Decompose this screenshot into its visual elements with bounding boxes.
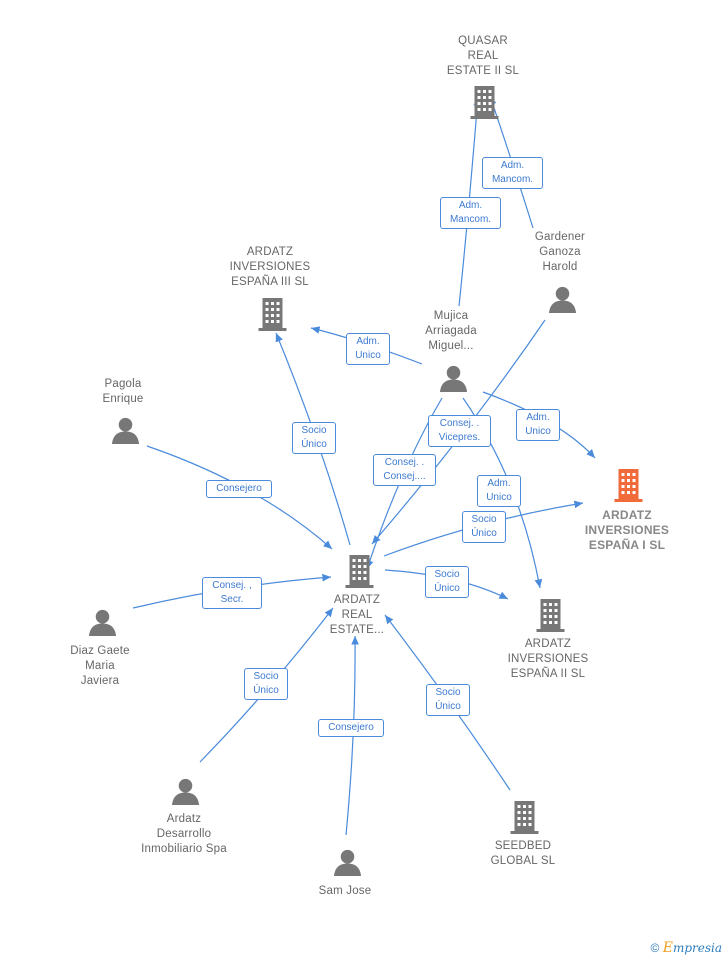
edge-label-seedbed-center: Socio Único	[426, 684, 470, 716]
desarrollo-label[interactable]: Ardatz Desarrollo Inmobiliario Spa	[141, 813, 227, 855]
pagola-label[interactable]: Pagola Enrique	[102, 378, 144, 405]
diaz-label[interactable]: Diaz Gaete Maria Javiera	[70, 645, 130, 687]
gardener-person-icon[interactable]	[548, 285, 577, 314]
edge-label-mujica-center-vice: Consej. . Vicepres.	[428, 415, 491, 447]
ardatz3-building-icon[interactable]	[257, 296, 288, 332]
brand-initial: E	[662, 940, 673, 956]
mujica-person-icon[interactable]	[439, 364, 468, 393]
edge-label-samjose-center: Consejero	[318, 719, 384, 737]
ardatz1-building-icon[interactable]	[613, 467, 644, 503]
edge-label-mujica-quasar: Adm. Mancom.	[440, 197, 501, 229]
seedbed-building-icon[interactable]	[509, 799, 540, 835]
center-label[interactable]: ARDATZ REAL ESTATE...	[329, 594, 385, 636]
brand-logo[interactable]: © Empresia	[651, 940, 722, 956]
pagola-person-icon[interactable]	[111, 416, 140, 445]
quasar-building-icon[interactable]	[469, 84, 500, 120]
edge-label-pagola-center: Consejero	[206, 480, 272, 498]
gardener-label[interactable]: Gardener Ganoza Harold	[534, 231, 586, 273]
samjose-label[interactable]: Sam Jose	[318, 885, 372, 897]
edge-label-mujica-ardatz2: Adm. Unico	[477, 475, 521, 507]
edge-label-center-ardatz2: Socio Único	[425, 566, 469, 598]
ardatz1-label[interactable]: ARDATZ INVERSIONES ESPAÑA I SL	[584, 508, 670, 552]
edge-label-desarrollo-center: Socio Único	[244, 668, 288, 700]
copyright-symbol: ©	[650, 941, 660, 955]
seedbed-label[interactable]: SEEDBED GLOBAL SL	[490, 840, 556, 867]
edge-label-mujica-ardatz3: Adm. Unico	[346, 333, 390, 365]
edge-label-gardener-quasar: Adm. Mancom.	[482, 157, 543, 189]
ardatz2-label[interactable]: ARDATZ INVERSIONES ESPAÑA II SL	[507, 638, 589, 680]
quasar-label[interactable]: QUASAR REAL ESTATE II SL	[446, 35, 520, 77]
mujica-label[interactable]: Mujica Arriagada Miguel...	[425, 310, 477, 352]
samjose-person-icon[interactable]	[333, 848, 362, 877]
brand-name: mpresia	[672, 941, 722, 955]
edge-label-center-ardatz1: Socio Único	[462, 511, 506, 543]
ardatz2-building-icon[interactable]	[535, 597, 566, 633]
edge-label-mujica-ardatz1: Adm. Unico	[516, 409, 560, 441]
edge-label-diaz-center: Consej. , Secr.	[202, 577, 262, 609]
diaz-person-icon[interactable]	[88, 608, 117, 637]
desarrollo-person-icon[interactable]	[171, 777, 200, 806]
edge-label-center-ardatz3: Socio Único	[292, 422, 336, 454]
center-building-icon[interactable]	[344, 553, 375, 589]
ardatz3-label[interactable]: ARDATZ INVERSIONES ESPAÑA III SL	[229, 246, 311, 288]
edge-label-gardener-center: Consej. . Consej....	[373, 454, 436, 486]
